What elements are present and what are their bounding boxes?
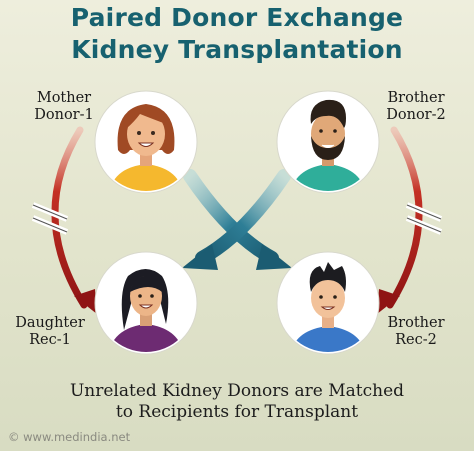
cross-arrow-brother-to-daughter (182, 169, 291, 270)
label-daughter: Daughter Rec-1 (10, 315, 90, 349)
blocked-arrow-left (31, 126, 97, 314)
brother-donor-avatar (276, 90, 380, 194)
title-line-2: Kidney Transplantation (71, 35, 403, 64)
title-line-1: Paired Donor Exchange (70, 3, 404, 32)
credit-text: © www.medindia.net (8, 430, 131, 444)
caption-line2: to Recipients for Transplant (115, 402, 359, 422)
brother-recipient-avatar (276, 251, 380, 355)
label-daughter-line1: Daughter (15, 315, 85, 331)
blocked-arrow-right (377, 126, 443, 314)
label-brother-donor: Brother Donor-2 (380, 90, 452, 124)
label-brother-donor-line2: Donor-2 (386, 107, 446, 123)
label-brother-recipient-line2: Rec-2 (395, 332, 437, 348)
label-brother-recipient-line1: Brother (387, 315, 445, 331)
caption-line1: Unrelated Kidney Donors are Matched (69, 381, 405, 401)
label-brother-donor-line1: Brother (387, 90, 445, 106)
label-mother-line2: Donor-1 (34, 107, 94, 123)
label-brother-recipient: Brother Rec-2 (380, 315, 452, 349)
block-mark-right-icon (405, 202, 443, 235)
mother-avatar (94, 90, 198, 194)
block-mark-left-icon (31, 202, 69, 235)
caption: Unrelated Kidney Donors are Matched to R… (0, 381, 474, 423)
label-mother-line1: Mother (36, 90, 92, 106)
label-mother: Mother Donor-1 (30, 90, 98, 124)
label-daughter-line2: Rec-1 (29, 332, 71, 348)
daughter-avatar (94, 251, 198, 355)
cross-arrow-mother-to-brother (183, 169, 292, 270)
